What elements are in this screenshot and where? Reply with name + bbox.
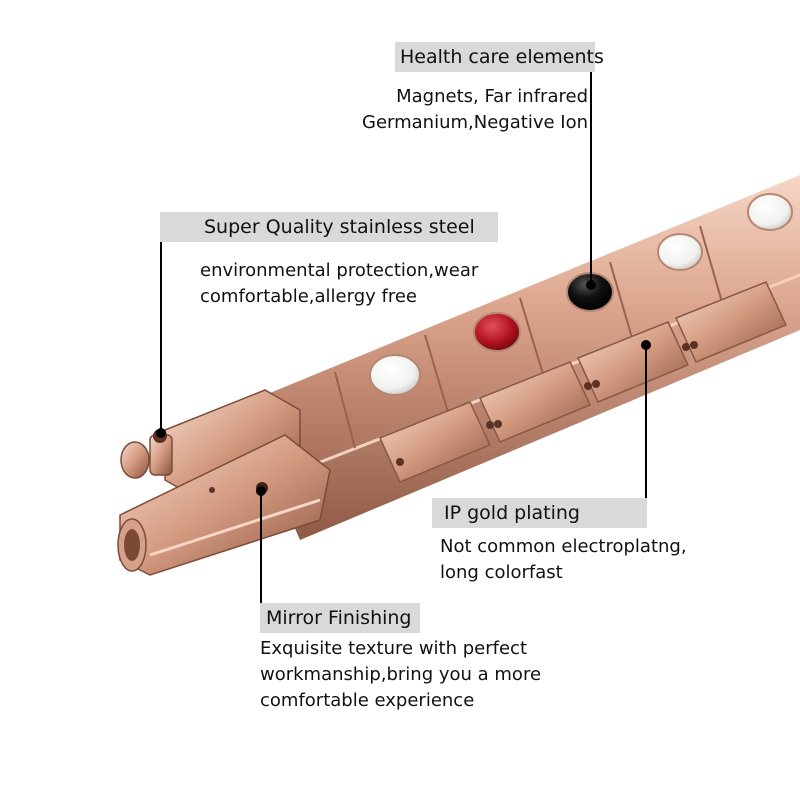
mirror-leader-dot [256, 486, 266, 496]
mirror-leader-line [260, 492, 262, 618]
plating-leader-line [645, 346, 647, 498]
steel-leader-line [160, 240, 162, 432]
steel-callout-title: Super Quality stainless steel [160, 212, 498, 242]
plating-line-1: Not common electroplatng, [440, 536, 687, 557]
stone-red [473, 312, 521, 352]
mirror-line-3: comfortable experience [260, 690, 475, 711]
mirror-line-2: workmanship,bring you a more [260, 664, 542, 685]
stone-white-3 [747, 193, 793, 231]
steel-line-1: environmental protection,wear [200, 260, 479, 281]
steel-line-2: comfortable,allergy free [200, 286, 417, 307]
health-leader-line [590, 72, 592, 284]
plating-callout-title: IP gold plating [432, 498, 647, 528]
health-leader-dot [586, 280, 596, 290]
mirror-line-1: Exquisite texture with perfect [260, 638, 528, 659]
health-line-1: Magnets, Far infrared [396, 86, 588, 107]
steel-callout-text: environmental protection,wear comfortabl… [200, 258, 478, 310]
plating-callout-text: Not common electroplatng, long colorfast [440, 534, 687, 586]
stone-white-1 [369, 354, 421, 396]
mirror-callout-text: Exquisite texture with perfect workmansh… [260, 636, 541, 714]
plating-line-2: long colorfast [440, 562, 563, 583]
health-line-2: Germanium,Negative Ion [362, 112, 588, 133]
stone-white-2 [657, 233, 703, 271]
mirror-callout-title: Mirror Finishing [260, 603, 420, 633]
steel-leader-dot [156, 428, 166, 438]
health-callout-text: Magnets, Far infrared Germanium,Negative… [362, 84, 588, 136]
plating-leader-dot [641, 340, 651, 350]
health-callout-title: Health care elements [395, 42, 604, 72]
